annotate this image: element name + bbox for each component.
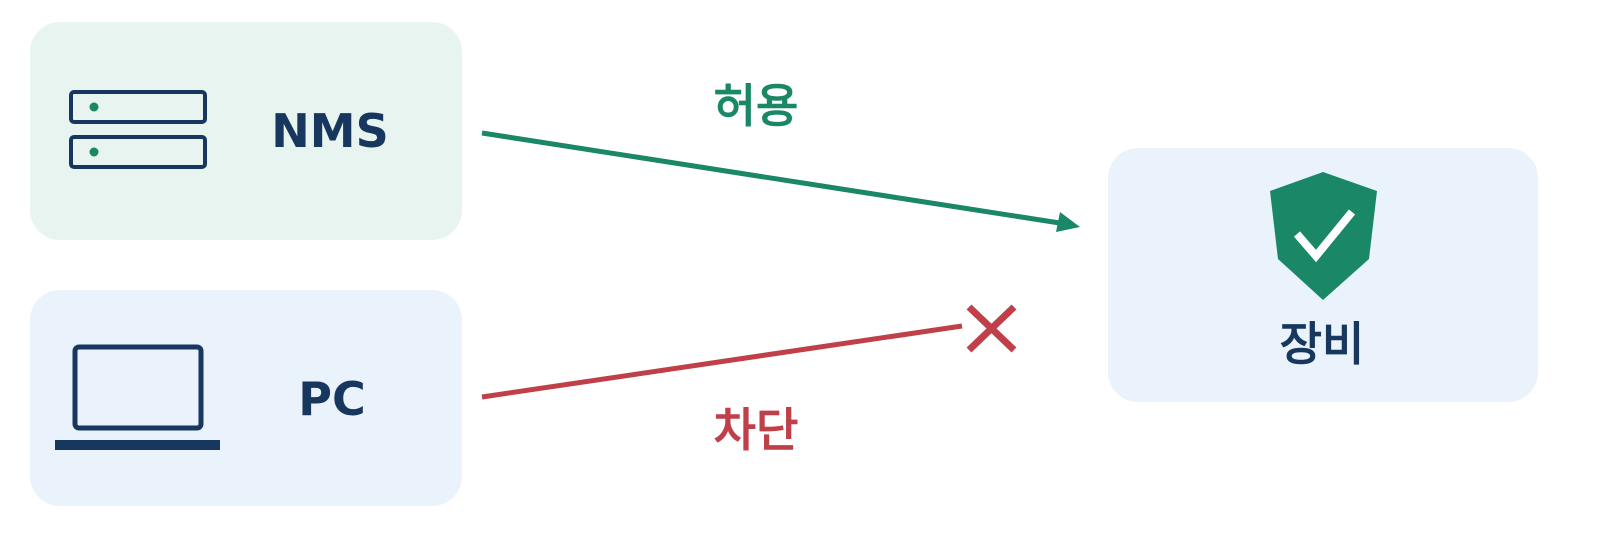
block-arrow-line [481, 323, 963, 400]
x-icon [966, 304, 1017, 353]
pc-node: PC [30, 290, 462, 506]
block-label: 차단 [714, 403, 799, 457]
laptop-icon [55, 344, 220, 450]
server-stack-icon [69, 90, 207, 169]
pc-panel [30, 290, 462, 506]
block-connection: 차단 [481, 304, 1017, 457]
allow-connection: 허용 [481, 79, 1080, 232]
nms-panel [30, 22, 462, 240]
arrow-head-icon [1056, 212, 1080, 232]
nms-node: NMS [30, 22, 462, 240]
allow-label: 허용 [714, 79, 799, 133]
pc-label: PC [298, 372, 365, 426]
device-node: 장비 [1108, 148, 1538, 402]
nms-label: NMS [271, 104, 388, 158]
allow-arrow-line [481, 130, 1067, 227]
shield-check-icon [1270, 172, 1377, 300]
device-label: 장비 [1280, 317, 1365, 371]
